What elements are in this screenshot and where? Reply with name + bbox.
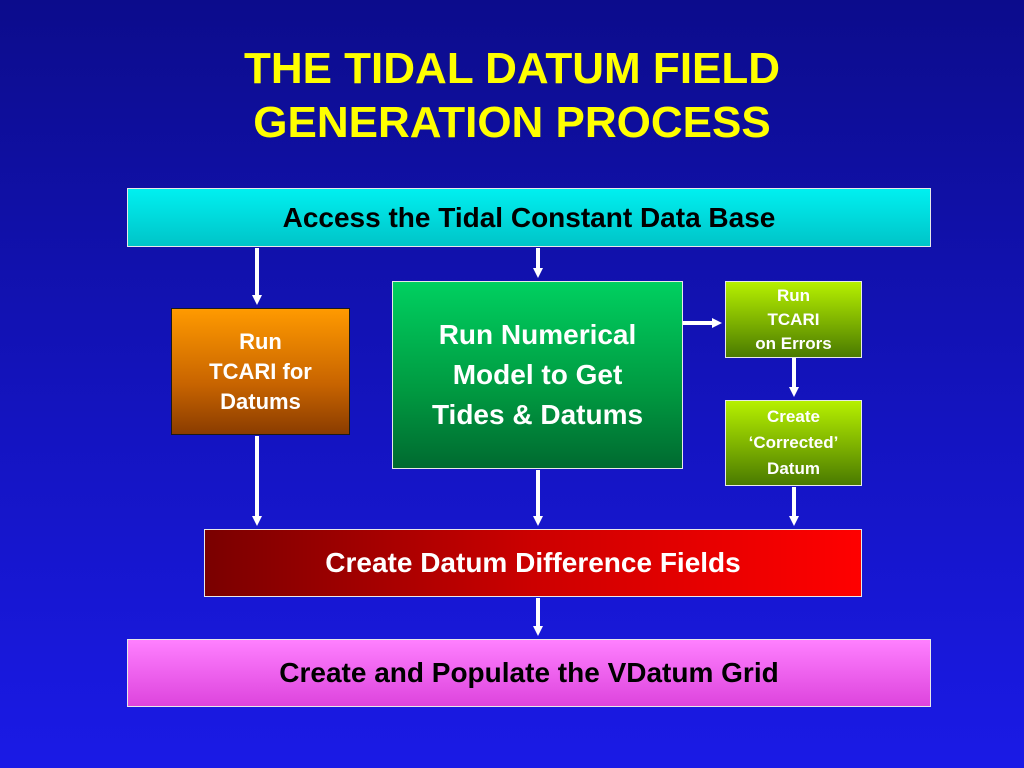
create-corrected-datum-line-1: Create [767,407,820,426]
run-tcari-errors-line-1: Run [776,285,811,305]
vdatum-grid-box: Create and Populate the VDatum Grid [127,639,931,707]
create-corrected-datum-line-2: ‘Corrected’ [748,433,839,452]
slide-title: THE TIDAL DATUM FIELD GENERATION PROCESS [0,42,1024,150]
run-tcari-datums-line-3: Datums [220,388,301,414]
access-database-box: Access the Tidal Constant Data Base [127,188,931,247]
run-tcari-datums-line-1: Run [239,328,282,354]
run-tcari-errors-box: Run TCARI on Errors [725,281,862,358]
run-tcari-errors-line-2: TCARI [767,309,820,329]
access-database-label: Access the Tidal Constant Data Base [282,201,776,233]
create-corrected-datum-box: Create ‘Corrected’ Datum [725,400,862,486]
run-tcari-datums-box: Run TCARI for Datums [171,308,350,435]
slide-title-line-1: THE TIDAL DATUM FIELD [243,44,781,93]
datum-difference-fields-box: Create Datum Difference Fields [204,529,862,597]
run-numerical-model-line-2: Model to Get [452,359,623,390]
slide-title-line-2: GENERATION PROCESS [253,98,771,147]
run-tcari-errors-line-3: on Errors [755,333,832,353]
create-corrected-datum-line-3: Datum [767,459,820,478]
run-numerical-model-line-3: Tides & Datums [431,399,644,430]
run-tcari-datums-line-2: TCARI for [209,358,312,384]
vdatum-grid-label: Create and Populate the VDatum Grid [279,657,779,688]
run-numerical-model-line-1: Run Numerical [438,319,637,350]
run-numerical-model-box: Run Numerical Model to Get Tides & Datum… [392,281,683,469]
datum-difference-fields-label: Create Datum Difference Fields [325,547,741,578]
